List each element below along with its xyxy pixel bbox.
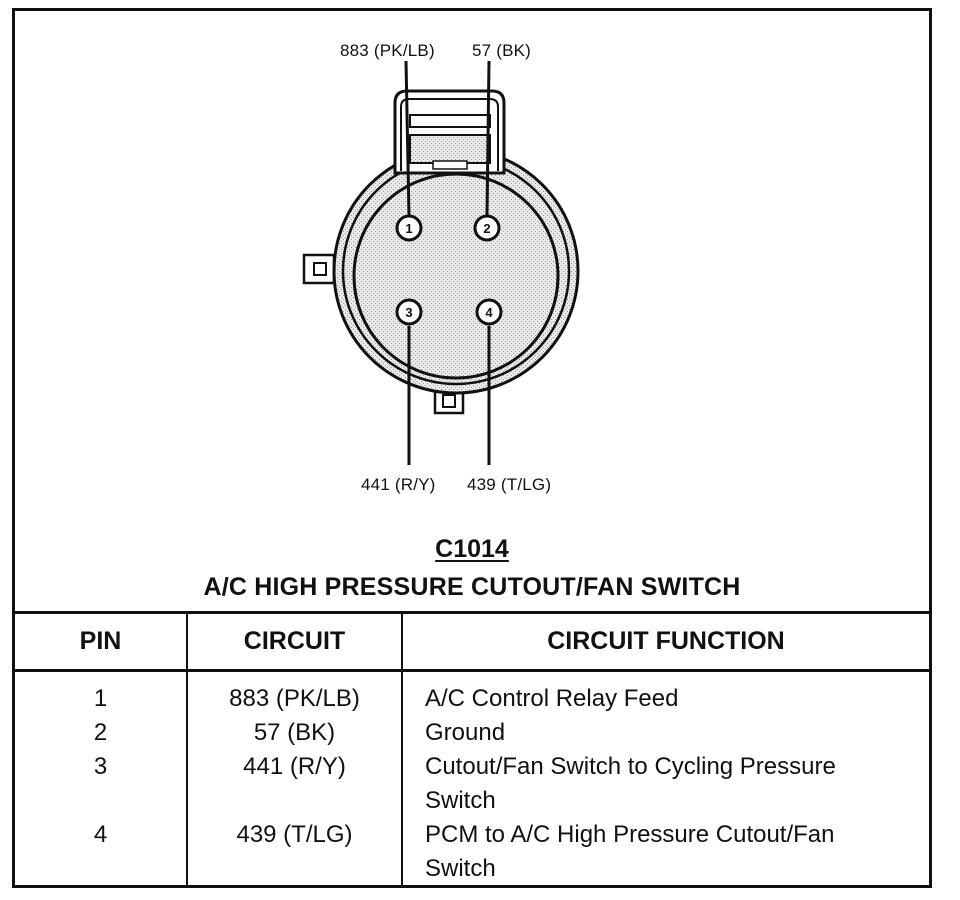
diagram-frame: 1 2 3 4 883 (PK/LB) 57 (BK) 441 (R/Y) 43…: [12, 8, 932, 888]
circuit-column: 883 (PK/LB) 57 (BK) 441 (R/Y) 439 (T/LG): [186, 670, 402, 886]
function-line: Cutout/Fan Switch to Cycling Pressure: [425, 753, 836, 780]
function-line: PCM to A/C High Pressure Cutout/Fan: [425, 821, 835, 848]
pin-cavity-4: 4: [475, 298, 503, 326]
pin-cavity-2: 2: [473, 214, 501, 242]
leader-pin2: [485, 60, 491, 217]
function-line: Switch: [425, 787, 496, 814]
pin-cavity-1: 1: [395, 214, 423, 242]
circuit-cell-2: 57 (BK): [253, 719, 336, 746]
pin-cell-spacer-3: [15, 784, 186, 818]
wire-label-pin2: 57 (BK): [472, 41, 532, 60]
pin-number-4: 4: [485, 305, 493, 320]
connector-id-text: C1014: [435, 535, 509, 563]
pin-number-3: 3: [405, 305, 412, 320]
table-header-row: PIN CIRCUIT CIRCUIT FUNCTION: [15, 611, 929, 672]
connector-keyway-hood: [393, 89, 506, 175]
header-circuit-function: CIRCUIT FUNCTION: [401, 611, 929, 672]
connector-diagram: 1 2 3 4 883 (PK/LB) 57 (BK) 441 (R/Y) 43…: [15, 11, 929, 611]
wire-label-pin4: 439 (T/LG): [467, 475, 552, 494]
function-line: Switch: [425, 855, 496, 882]
wire-label-pin1: 883 (PK/LB): [340, 41, 435, 60]
function-line: A/C Control Relay Feed: [425, 685, 679, 712]
connector-face-drawing: 1 2 3 4: [302, 60, 580, 465]
circuit-cell-3: 441 (R/Y): [243, 753, 346, 780]
connector-name-title: A/C HIGH PRESSURE CUTOUT/FAN SWITCH: [203, 573, 741, 601]
leader-pin1: [404, 60, 411, 217]
circuit-cell-4: 439 (T/LG): [236, 821, 353, 848]
circuit-cell-spacer-3: [188, 784, 401, 818]
header-pin: PIN: [15, 611, 187, 672]
function-cell-2: Ground: [403, 716, 929, 750]
pin-circuit-table: PIN CIRCUIT CIRCUIT FUNCTION 1 2 3 4 883…: [15, 611, 929, 886]
table-body-row: 1 2 3 4 883 (PK/LB) 57 (BK) 441 (R/Y) 43…: [15, 670, 929, 887]
pin-column: 1 2 3 4: [15, 671, 187, 887]
left-locking-tab: [302, 253, 336, 285]
pin-cell-4: 4: [93, 821, 108, 848]
connector-id-title: C1014: [15, 535, 929, 564]
pin-cell-1: 1: [93, 685, 108, 712]
function-line: Ground: [425, 719, 506, 746]
pin-cell-3: 3: [93, 753, 108, 780]
wire-leader-lines: [404, 60, 491, 465]
pin-number-1: 1: [405, 221, 412, 236]
wire-label-pin3: 441 (R/Y): [361, 475, 436, 494]
circuit-cell-1: 883 (PK/LB): [229, 685, 360, 712]
connector-inner-face: [352, 172, 560, 380]
header-circuit: CIRCUIT: [186, 611, 402, 672]
function-cell-4: PCM to A/C High Pressure Cutout/Fan Swit…: [403, 818, 929, 886]
pin-cavity-3: 3: [395, 298, 423, 326]
pin-number-2: 2: [483, 221, 490, 236]
function-cell-3: Cutout/Fan Switch to Cycling Pressure Sw…: [403, 750, 929, 818]
function-column: A/C Control Relay Feed Ground Cutout/Fan…: [401, 670, 929, 886]
function-cell-1: A/C Control Relay Feed: [403, 682, 929, 716]
pin-cell-2: 2: [93, 719, 108, 746]
